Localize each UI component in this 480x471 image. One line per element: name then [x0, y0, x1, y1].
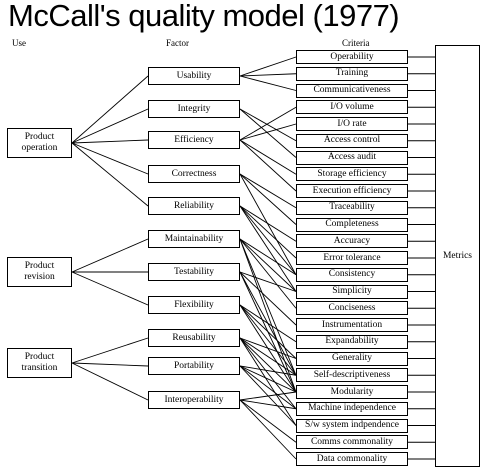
- use-factor-link: [71, 238, 149, 273]
- factor-criterion-link: [239, 238, 297, 393]
- criterion-box: Comms commonality: [296, 435, 408, 450]
- factor-criterion-link: [239, 205, 297, 259]
- factor-criterion-link: [239, 106, 297, 141]
- factor-criterion-link: [239, 399, 297, 443]
- criterion-box: Modularity: [296, 385, 408, 399]
- criterion-box: Completeness: [296, 217, 408, 232]
- criterion-box: I/O volume: [296, 100, 408, 115]
- factor-criterion-link: [239, 399, 297, 460]
- factor-criterion-link: [239, 108, 297, 158]
- factor-criterion-link: [239, 271, 297, 292]
- criterion-box: Operability: [296, 50, 408, 64]
- criterion-box: Storage efficiency: [296, 167, 408, 182]
- criterion-box: Generality: [296, 351, 408, 366]
- factor-criterion-link: [239, 304, 297, 359]
- criterion-box: Traceability: [296, 200, 408, 215]
- factor-criterion-link: [239, 238, 297, 376]
- criterion-box: Access audit: [296, 150, 408, 165]
- factor-box: Efficiency: [148, 131, 240, 149]
- criterion-box: Accuracy: [296, 234, 408, 249]
- factor-criterion-link: [239, 337, 297, 359]
- criterion-box: Execution efficiency: [296, 184, 408, 198]
- factor-criterion-link: [239, 75, 297, 91]
- factor-box: Flexibility: [148, 296, 240, 314]
- factor-box: Interoperability: [148, 391, 240, 409]
- factor-criterion-link: [239, 73, 297, 77]
- factor-criterion-link: [239, 304, 297, 376]
- factor-criterion-link: [239, 108, 297, 142]
- factor-criterion-link: [239, 173, 297, 225]
- factor-criterion-link: [239, 337, 297, 426]
- factor-criterion-link: [239, 205, 297, 242]
- factor-criterion-link: [239, 238, 297, 276]
- factor-criterion-link: [239, 391, 297, 401]
- header-factor: Factor: [166, 38, 189, 48]
- criterion-box: Training: [296, 66, 408, 81]
- factor-criterion-link: [239, 271, 297, 326]
- use-factor-link: [71, 75, 149, 144]
- factor-criterion-link: [239, 238, 297, 309]
- factor-criterion-link: [239, 337, 297, 376]
- factor-box: Reliability: [148, 197, 240, 215]
- factor-criterion-link: [239, 365, 297, 393]
- factor-criterion-link: [239, 139, 297, 192]
- factor-criterion-link: [239, 399, 297, 410]
- criterion-box: Data commonality: [296, 452, 408, 466]
- factor-box: Correctness: [148, 165, 240, 183]
- factor-box: Reusability: [148, 329, 240, 347]
- factor-box: Maintainability: [148, 230, 240, 248]
- metrics-box: Metrics: [435, 45, 480, 467]
- factor-box: Integrity: [148, 100, 240, 118]
- use-factor-link: [71, 142, 149, 175]
- criterion-box: Access control: [296, 133, 408, 148]
- use-factor-link: [71, 362, 149, 401]
- criterion-box: Machine independence: [296, 401, 408, 416]
- use-factor-link: [71, 362, 149, 367]
- factor-box: Portability: [148, 357, 240, 375]
- use-factor-link: [71, 139, 149, 144]
- use-factor-link: [71, 142, 149, 207]
- criterion-box: Self-descriptiveness: [296, 368, 408, 383]
- criterion-box: Instrumentation: [296, 318, 408, 332]
- factor-criterion-link: [239, 337, 297, 393]
- factor-box: Usability: [148, 67, 240, 85]
- factor-criterion-link: [239, 365, 297, 376]
- factor-criterion-link: [239, 365, 297, 410]
- header-criteria: Criteria: [342, 38, 370, 48]
- factor-criterion-link: [239, 173, 297, 275]
- factor-criterion-link: [239, 123, 297, 141]
- factor-criterion-link: [239, 205, 297, 292]
- factor-criterion-link: [239, 56, 297, 77]
- criterion-box: Error tolerance: [296, 251, 408, 265]
- factor-criterion-link: [239, 205, 297, 276]
- criterion-box: Communicativeness: [296, 83, 408, 98]
- criterion-box: Simplicity: [296, 284, 408, 299]
- factor-criterion-link: [239, 337, 297, 410]
- criterion-box: Expandability: [296, 334, 408, 349]
- factor-criterion-link: [239, 139, 297, 175]
- criterion-box: Consistency: [296, 267, 408, 282]
- use-factor-link: [71, 108, 149, 144]
- factor-criterion-link: [239, 173, 297, 209]
- use-factor-link: [71, 337, 149, 364]
- use-factor-link: [71, 271, 149, 306]
- factor-criterion-link: [239, 304, 297, 343]
- criterion-box: Conciseness: [296, 301, 408, 316]
- header-use: Use: [12, 38, 26, 48]
- diagram-title: McCall's quality model (1977): [8, 0, 400, 33]
- criterion-box: I/O rate: [296, 117, 408, 131]
- factor-box: Testability: [148, 263, 240, 281]
- criterion-box: S/w system indpendence: [296, 418, 408, 433]
- factor-criterion-link: [239, 238, 297, 292]
